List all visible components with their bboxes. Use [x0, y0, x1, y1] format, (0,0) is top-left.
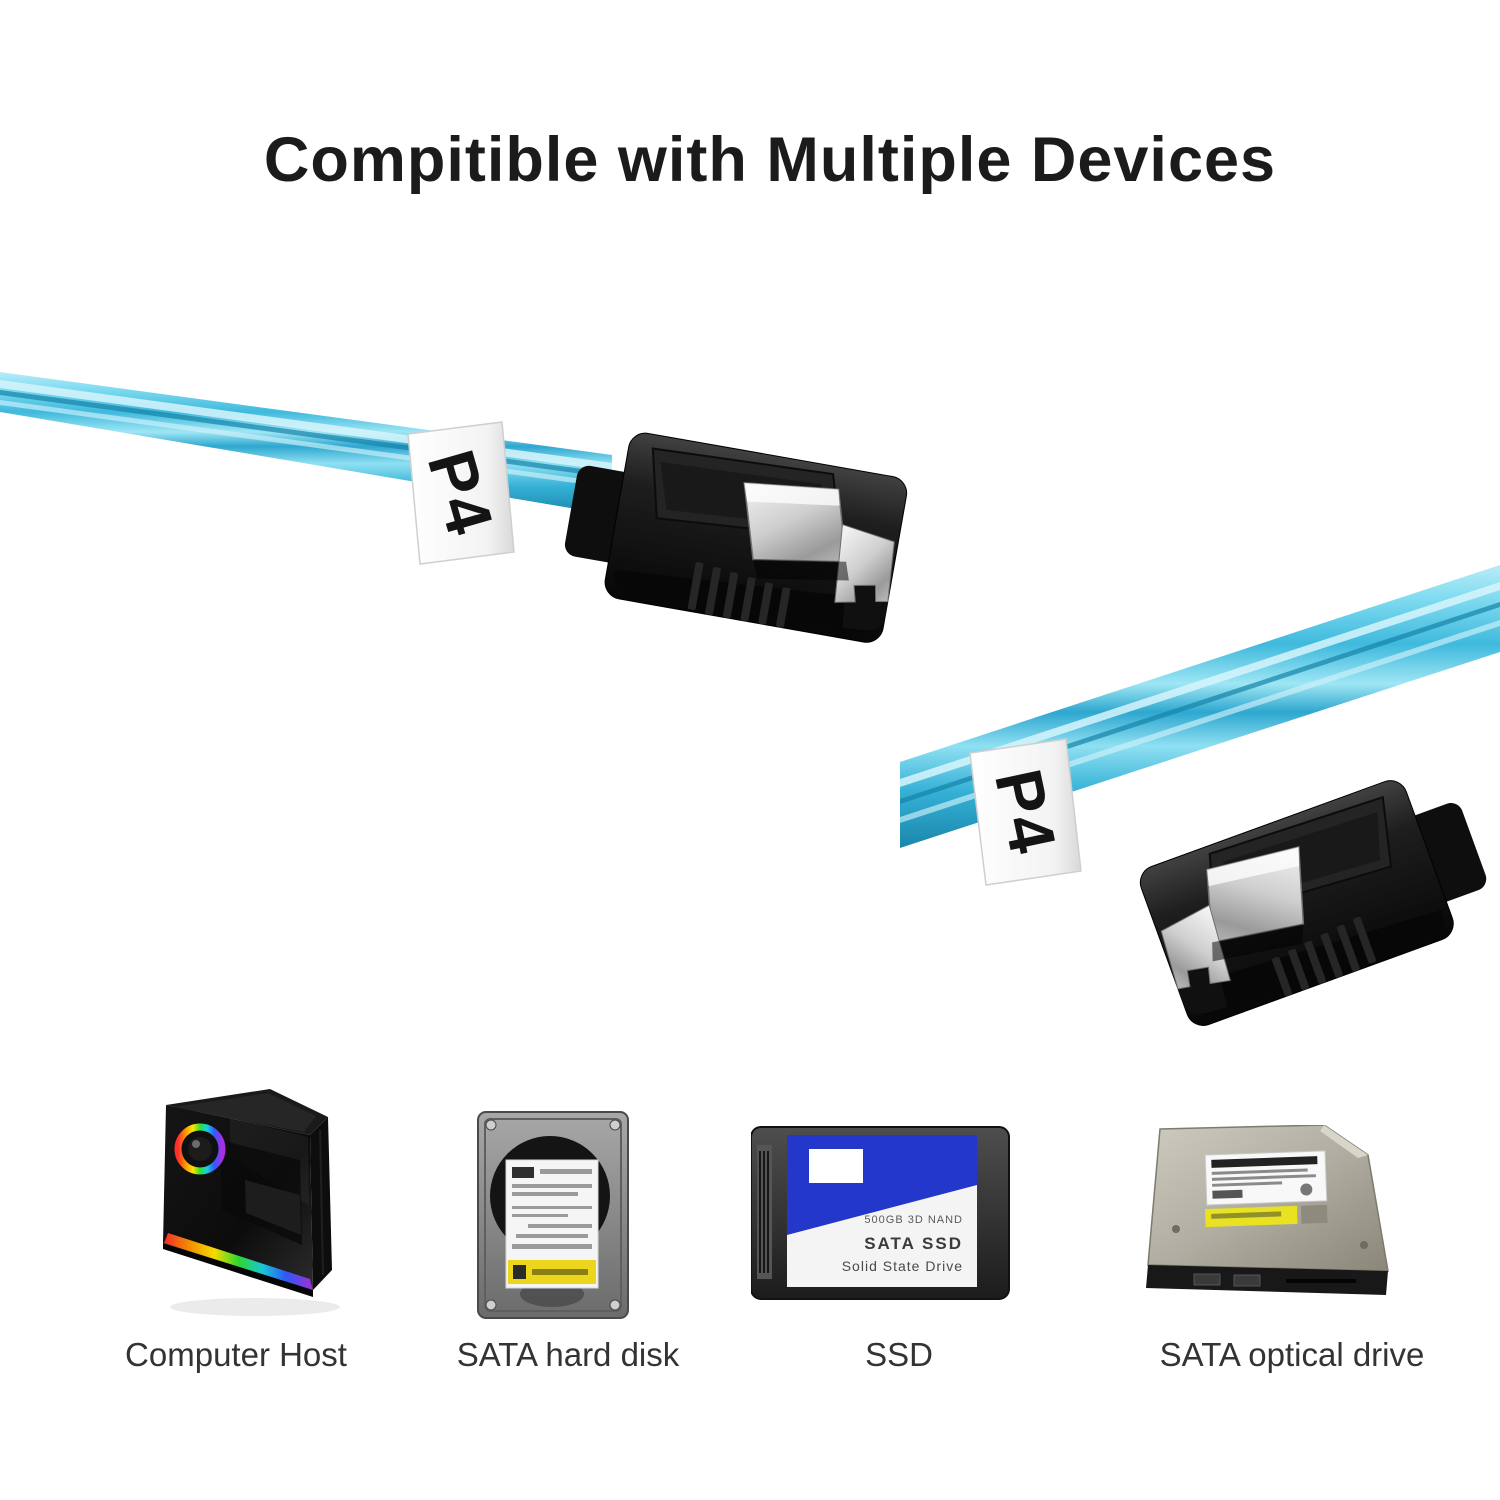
odd-front-bezel — [1146, 1265, 1388, 1295]
device-sata-hard-disk — [477, 1111, 629, 1319]
device-label-computer-host: Computer Host — [125, 1336, 347, 1373]
page-title: Compitible with Multiple Devices — [263, 125, 1277, 195]
device-ssd: 500GB 3D NAND SATA SSD Solid State Drive — [751, 1126, 1010, 1300]
ssd-name-text: SATA SSD — [864, 1234, 963, 1253]
odd-label — [1204, 1150, 1328, 1228]
ssd-logo-box — [809, 1149, 863, 1183]
ssd-subtitle-text: Solid State Drive — [842, 1258, 963, 1274]
cable-ribbon — [0, 372, 612, 515]
rgb-strip — [164, 1233, 313, 1291]
ssd-capacity-text: 500GB 3D NAND — [864, 1214, 963, 1226]
device-computer-host — [163, 1089, 340, 1316]
device-label-ssd: SSD — [865, 1336, 933, 1373]
sata-connector-graphic — [1134, 759, 1500, 1032]
cable-tag-p4: P4 — [407, 421, 515, 565]
ssd-label-white — [787, 1185, 977, 1287]
sata-cable-top: P4 — [0, 372, 911, 646]
cable-tag-p4: P4 — [969, 738, 1082, 886]
device-label-sata-optical-drive: SATA optical drive — [1159, 1336, 1425, 1373]
hdd-screws — [485, 1119, 621, 1311]
cable-tag-label: P4 — [981, 763, 1071, 861]
device-label-sata-hard-disk: SATA hard disk — [456, 1336, 680, 1373]
sata-cable-bottom: P4 — [900, 565, 1500, 1032]
device-sata-optical-drive — [1146, 1125, 1389, 1295]
